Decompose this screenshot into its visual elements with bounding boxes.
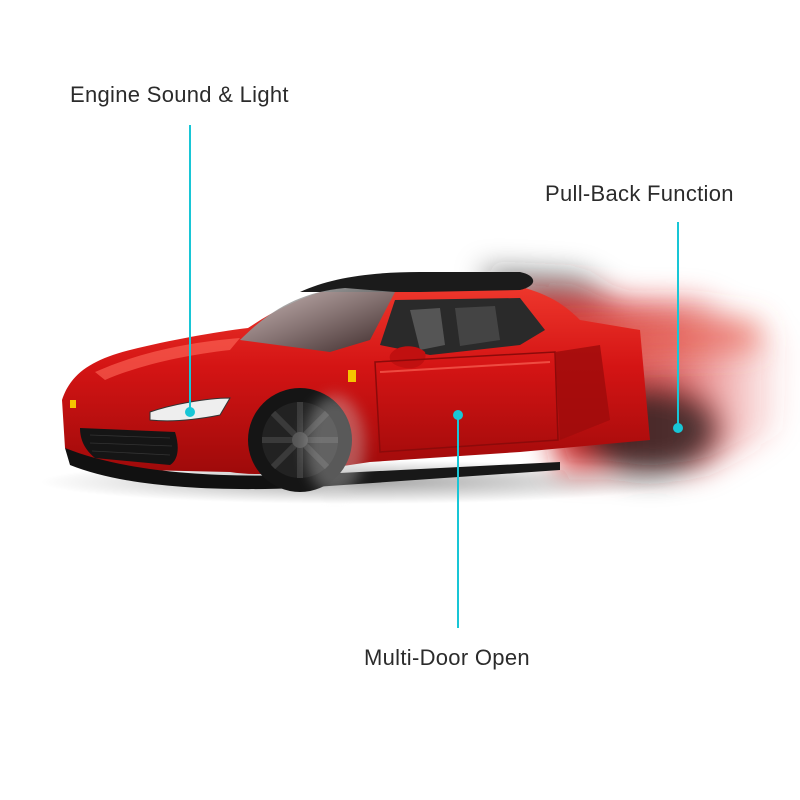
door-outline bbox=[374, 351, 559, 453]
front-splitter bbox=[65, 448, 300, 490]
side-skirt bbox=[300, 462, 560, 488]
callout-dot-icon bbox=[453, 410, 463, 420]
side-mirror bbox=[389, 346, 426, 369]
wheel-motion-blur bbox=[305, 395, 365, 495]
windshield bbox=[240, 288, 395, 352]
seat bbox=[410, 308, 445, 350]
callout-doors bbox=[453, 410, 463, 628]
hood-highlight bbox=[95, 338, 240, 380]
car-roof bbox=[300, 272, 534, 292]
callout-dot-icon bbox=[185, 407, 195, 417]
callout-pullback bbox=[673, 222, 683, 433]
feature-label-pull-back: Pull-Back Function bbox=[545, 181, 734, 206]
door-highlight bbox=[379, 361, 551, 373]
feature-label-engine-sound-light: Engine Sound & Light bbox=[70, 82, 289, 107]
seat bbox=[455, 306, 500, 346]
nose-badge-icon bbox=[70, 400, 76, 408]
grille-mesh bbox=[89, 434, 173, 456]
callout-engine bbox=[185, 125, 195, 417]
feature-label-multi-door: Multi-Door Open bbox=[364, 645, 530, 670]
side-intake bbox=[555, 345, 610, 440]
callout-dot-icon bbox=[673, 423, 683, 433]
brand-badge-icon bbox=[348, 370, 356, 382]
